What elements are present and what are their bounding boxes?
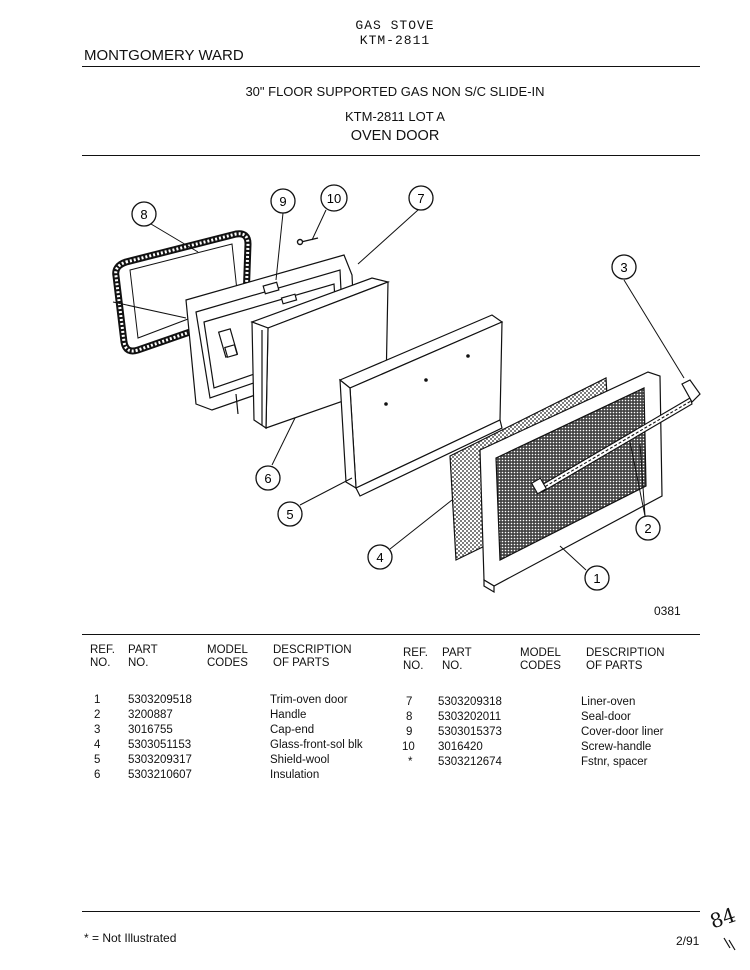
svg-text:2: 2 — [644, 521, 651, 536]
footer-rule — [82, 911, 700, 912]
revision-date: 2/91 — [676, 934, 700, 948]
callout-2: 2 — [635, 515, 661, 541]
part-handle — [530, 397, 693, 495]
part-screw-handle — [296, 237, 319, 246]
svg-text:7: 7 — [417, 191, 424, 206]
product-subtitle: 30" FLOOR SUPPORTED GAS NON S/C SLIDE-IN — [245, 84, 545, 99]
table-top-rule — [82, 634, 700, 635]
svg-text:3: 3 — [620, 260, 627, 275]
part-cap-end — [681, 379, 701, 403]
svg-text:8: 8 — [140, 207, 147, 222]
section-rule — [82, 155, 700, 156]
callout-9: 9 — [270, 188, 296, 214]
callout-10: 10 — [320, 184, 348, 212]
svg-text:4: 4 — [376, 550, 383, 565]
header-ref-left: REF.NO. — [90, 644, 115, 669]
svg-text:9: 9 — [279, 194, 286, 209]
callout-6: 6 — [255, 465, 281, 491]
model-number: KTM-2811 — [359, 33, 431, 48]
callout-4: 4 — [367, 544, 393, 570]
callout-3: 3 — [611, 254, 637, 280]
diagram-code: 0381 — [654, 604, 681, 618]
svg-text:6: 6 — [264, 471, 271, 486]
section-title: OVEN DOOR — [350, 128, 440, 144]
header-ref-right: REF.NO. — [403, 647, 428, 672]
leader-lines — [112, 209, 685, 571]
handwritten-tick-icon — [723, 937, 736, 951]
callout-1: 1 — [584, 565, 610, 591]
document-title: GAS STOVE KTM-2811 — [0, 18, 750, 48]
callout-5: 5 — [277, 501, 303, 527]
svg-text:5: 5 — [286, 507, 293, 522]
svg-text:10: 10 — [327, 191, 341, 206]
callout-8: 8 — [131, 201, 157, 227]
header-rule — [82, 66, 700, 67]
brand-name: MONTGOMERY WARD — [84, 47, 244, 64]
part-shield-wool — [338, 314, 504, 497]
product-name: GAS STOVE — [355, 18, 435, 33]
callout-7: 7 — [408, 185, 434, 211]
svg-text:1: 1 — [593, 571, 600, 586]
lot-label: KTM-2811 LOT A — [345, 109, 445, 124]
not-illustrated-note: * = Not Illustrated — [84, 931, 177, 945]
